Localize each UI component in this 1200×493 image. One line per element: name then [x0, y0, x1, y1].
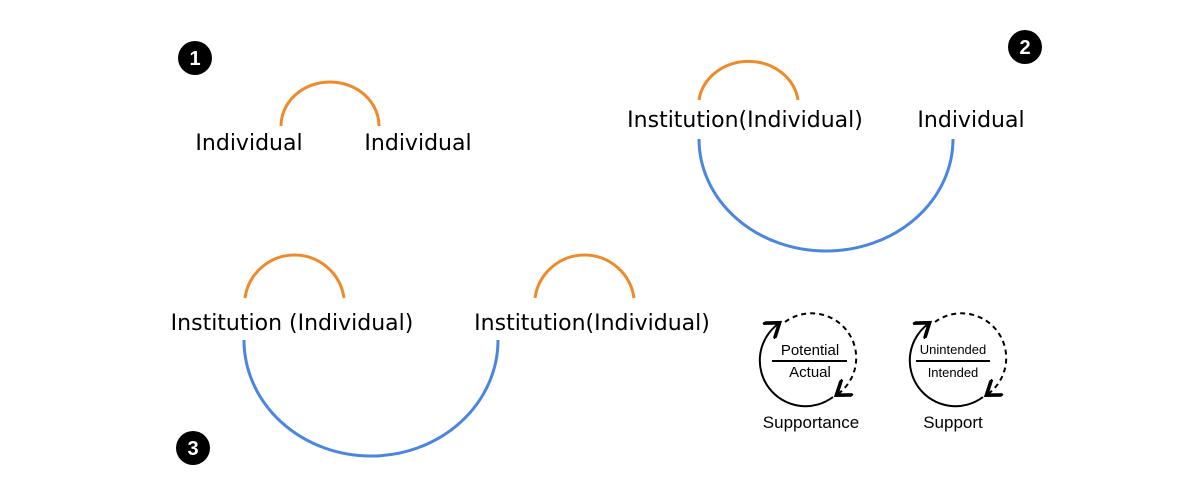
dashed-cycle-arrow-icon [784, 312, 858, 394]
badge-1 [178, 41, 212, 75]
orange-arc [533, 253, 636, 299]
panel-3: 3 Institution (Individual) Institution(I… [171, 253, 710, 465]
institution-label: Institution(Individual) [627, 108, 863, 133]
institution-label: Institution (Individual) [171, 311, 414, 336]
solid-cycle-arrow-icon [758, 324, 834, 408]
panel-1: 1 Individual Individual [178, 41, 472, 156]
supportance-caption: Supportance [763, 413, 859, 432]
badge-1-number: 1 [189, 48, 200, 70]
dashed-cycle-arrow-icon [934, 312, 1008, 394]
legend-support: Unintended Intended Support [908, 312, 1008, 432]
badge-3 [176, 431, 210, 465]
orange-arc [243, 253, 346, 299]
blue-arc [697, 138, 955, 253]
institution-label: Institution(Individual) [474, 311, 710, 336]
actual-label: Actual [789, 364, 831, 381]
blue-arc [242, 339, 500, 458]
orange-arc [697, 59, 800, 101]
intended-label: Intended [928, 365, 979, 380]
badge-2 [1008, 30, 1042, 64]
support-caption: Support [923, 413, 983, 432]
badge-3-number: 3 [187, 438, 198, 460]
badge-2-number: 2 [1019, 37, 1030, 59]
panel-2: 2 Institution(Individual) Individual [627, 30, 1042, 253]
individual-label: Individual [917, 108, 1024, 133]
unintended-label: Unintended [920, 342, 987, 357]
individual-label: Individual [195, 131, 302, 156]
solid-cycle-arrow-icon [908, 324, 984, 408]
orange-arc [279, 80, 381, 127]
legend-supportance: Potential Actual Supportance [758, 312, 859, 432]
potential-label: Potential [781, 342, 839, 359]
individual-label: Individual [364, 131, 471, 156]
